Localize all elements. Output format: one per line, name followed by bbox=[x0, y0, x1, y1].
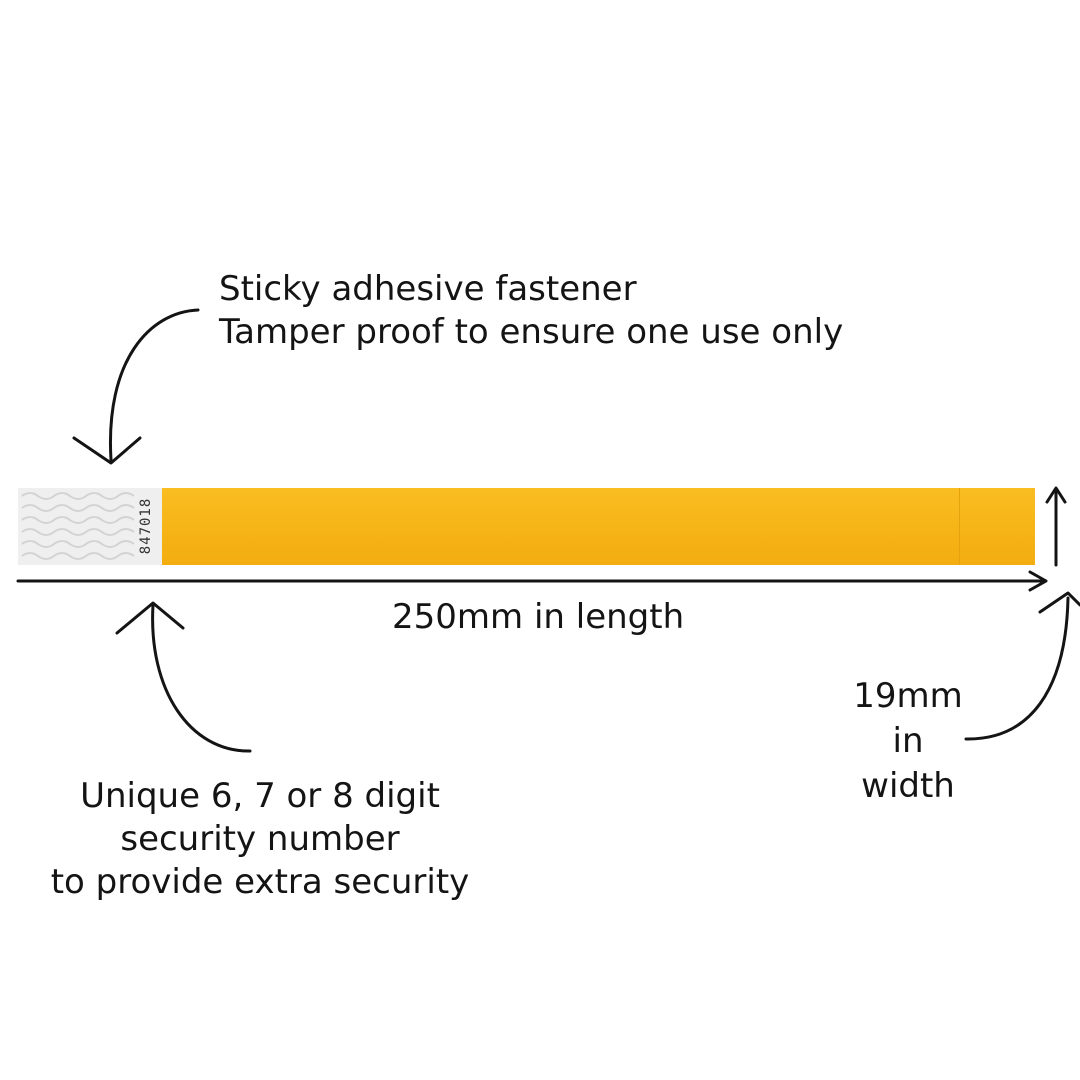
band-body bbox=[162, 488, 1035, 565]
wristband: 847018 bbox=[18, 488, 1035, 565]
adhesive-tab: 847018 bbox=[18, 488, 163, 565]
width-arrow-icon bbox=[1045, 486, 1067, 567]
fastener-callout-line2: Tamper proof to ensure one use only bbox=[219, 312, 844, 352]
tamper-pattern bbox=[21, 492, 135, 560]
length-arrow-icon bbox=[16, 570, 1048, 592]
security-callout-line2: security number bbox=[120, 819, 400, 859]
length-label: 250mm in length bbox=[392, 597, 685, 637]
curved-arrow-down-icon bbox=[72, 308, 200, 465]
security-callout-line3: to provide extra security bbox=[50, 862, 470, 902]
width-label-line1: 19mm bbox=[853, 676, 963, 716]
security-callout-line1: Unique 6, 7 or 8 digit bbox=[80, 776, 440, 816]
band-end-line bbox=[959, 488, 960, 565]
curved-arrow-width-icon bbox=[964, 591, 1080, 741]
security-callout: Unique 6, 7 or 8 digit security number t… bbox=[40, 775, 480, 904]
width-label-line3: width bbox=[861, 766, 955, 806]
width-label-line2: in bbox=[892, 721, 924, 761]
fastener-callout: Sticky adhesive fastener Tamper proof to… bbox=[219, 268, 843, 354]
fastener-callout-line1: Sticky adhesive fastener bbox=[219, 269, 637, 309]
curved-arrow-up-icon bbox=[115, 601, 252, 753]
width-label: 19mm in width bbox=[848, 674, 968, 809]
